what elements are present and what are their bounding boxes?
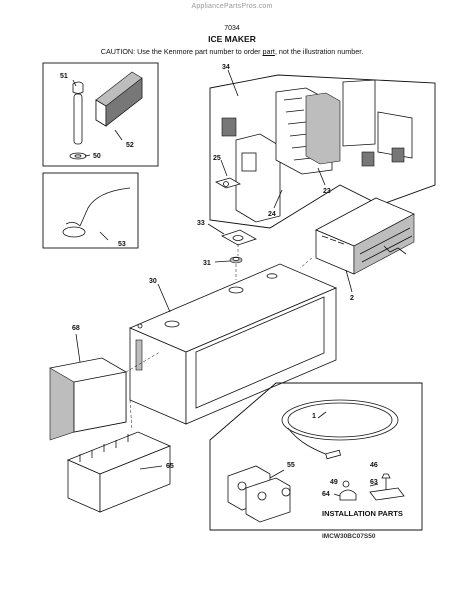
- caution-part-link[interactable]: part: [262, 47, 275, 56]
- ice-bin: [66, 399, 172, 513]
- callout-34: 34: [222, 64, 230, 71]
- box-mold-heater-assembly: [209, 69, 436, 229]
- installation-parts-label: INSTALLATION PARTS: [322, 509, 403, 518]
- callout-52: 52: [126, 142, 134, 149]
- box-filter-assembly: [42, 62, 159, 167]
- caution-note: CAUTION: Use the Kenmore part number to …: [0, 47, 464, 56]
- callout-24: 24: [268, 211, 276, 218]
- callout-49: 49: [330, 479, 338, 486]
- front-cover: [49, 333, 161, 441]
- callout-51: 51: [60, 73, 68, 80]
- callout-23: 23: [323, 188, 331, 195]
- caution-text-start: CAUTION: Use the Kenmore part number to …: [100, 47, 263, 56]
- page-title: ICE MAKER: [208, 34, 256, 44]
- callout-68: 68: [72, 325, 80, 332]
- caution-text-end: , not the illustration number.: [274, 47, 364, 56]
- callout-46: 46: [370, 462, 378, 469]
- diagram-code: 7034: [224, 25, 240, 32]
- ice-maker-unit: [299, 197, 415, 293]
- box-installation-parts: [209, 382, 423, 531]
- box-water-tube: [42, 172, 139, 249]
- shield-and-grommet: [207, 223, 257, 280]
- footer-model-code: IMCW30BC07S50: [322, 533, 376, 540]
- callout-31: 31: [203, 260, 211, 267]
- callout-2: 2: [350, 295, 354, 302]
- callout-55: 55: [287, 462, 295, 469]
- callout-63: 63: [370, 479, 378, 486]
- ice-maker-housing: [128, 263, 338, 425]
- watermark: AppliancePartsPros.com: [191, 3, 273, 10]
- callout-64: 64: [322, 491, 330, 498]
- callout-65: 65: [166, 463, 174, 470]
- callout-30: 30: [149, 278, 157, 285]
- callout-53: 53: [118, 241, 126, 248]
- callout-50: 50: [93, 153, 101, 160]
- callout-25: 25: [213, 155, 221, 162]
- callout-1: 1: [312, 413, 316, 420]
- callout-33: 33: [197, 220, 205, 227]
